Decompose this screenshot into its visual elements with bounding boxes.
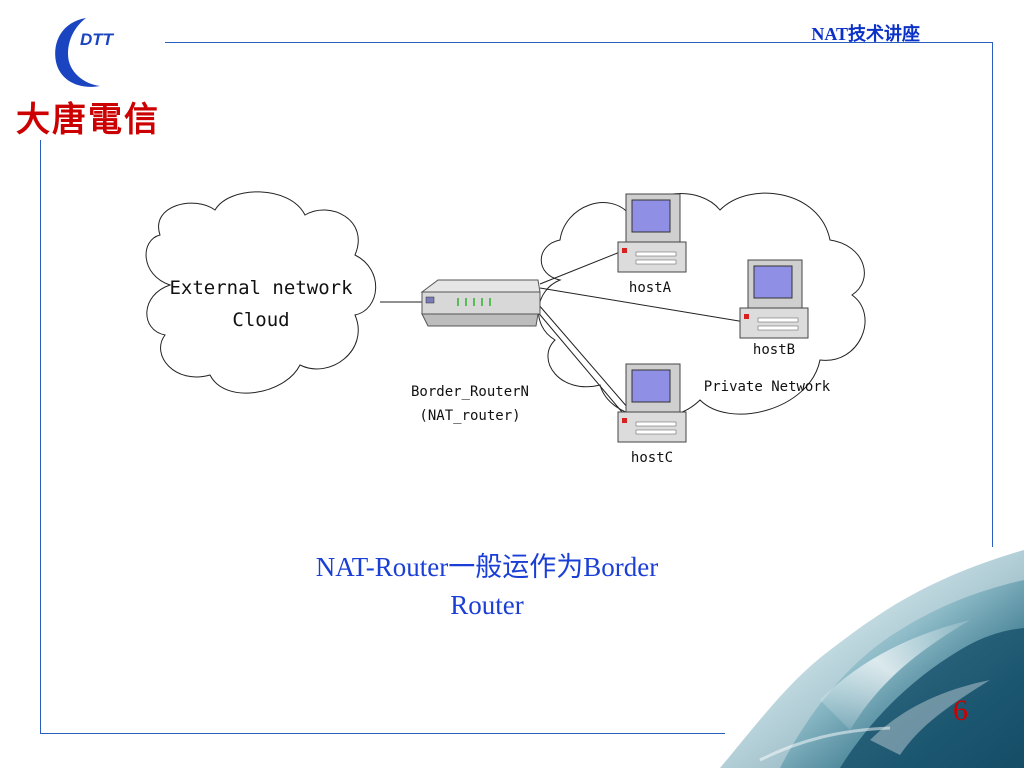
host-c-label: hostC — [631, 450, 673, 466]
router-label-line2: (NAT_router) — [419, 408, 520, 424]
wave-decoration — [720, 550, 1024, 768]
private-network-label: Private Network — [704, 379, 831, 395]
company-logo-crescent — [55, 18, 100, 87]
frame-right-line — [992, 42, 993, 547]
frame-top-line — [165, 42, 993, 43]
router-icon — [420, 279, 541, 327]
host-a-computer-icon — [617, 193, 687, 273]
slide-caption: NAT-Router一般运作为Border Router — [0, 548, 974, 624]
frame-left-line — [40, 140, 41, 733]
page-number: 6 — [953, 694, 968, 727]
host-a-label: hostA — [629, 280, 672, 296]
host-b-label: hostB — [753, 342, 795, 358]
slide-header-title: NAT技术讲座 — [811, 24, 920, 44]
host-b-computer-icon — [739, 259, 809, 339]
logo-text: DTT — [80, 30, 114, 49]
host-c-computer-icon — [617, 363, 687, 443]
caption-line-2: Router — [450, 590, 524, 620]
network-diagram: External network Cloud Border_RouterN (N… — [145, 191, 866, 466]
external-cloud-label-line1: External network — [169, 277, 353, 299]
caption-line-1: NAT-Router一般运作为Border — [315, 552, 659, 582]
external-cloud-shape — [145, 191, 377, 394]
logo-chinese-name: 大唐電信 — [16, 100, 160, 140]
router-label-line1: Border_RouterN — [411, 384, 529, 400]
frame-bottom-line — [40, 733, 725, 734]
external-cloud-label-line2: Cloud — [232, 309, 289, 331]
